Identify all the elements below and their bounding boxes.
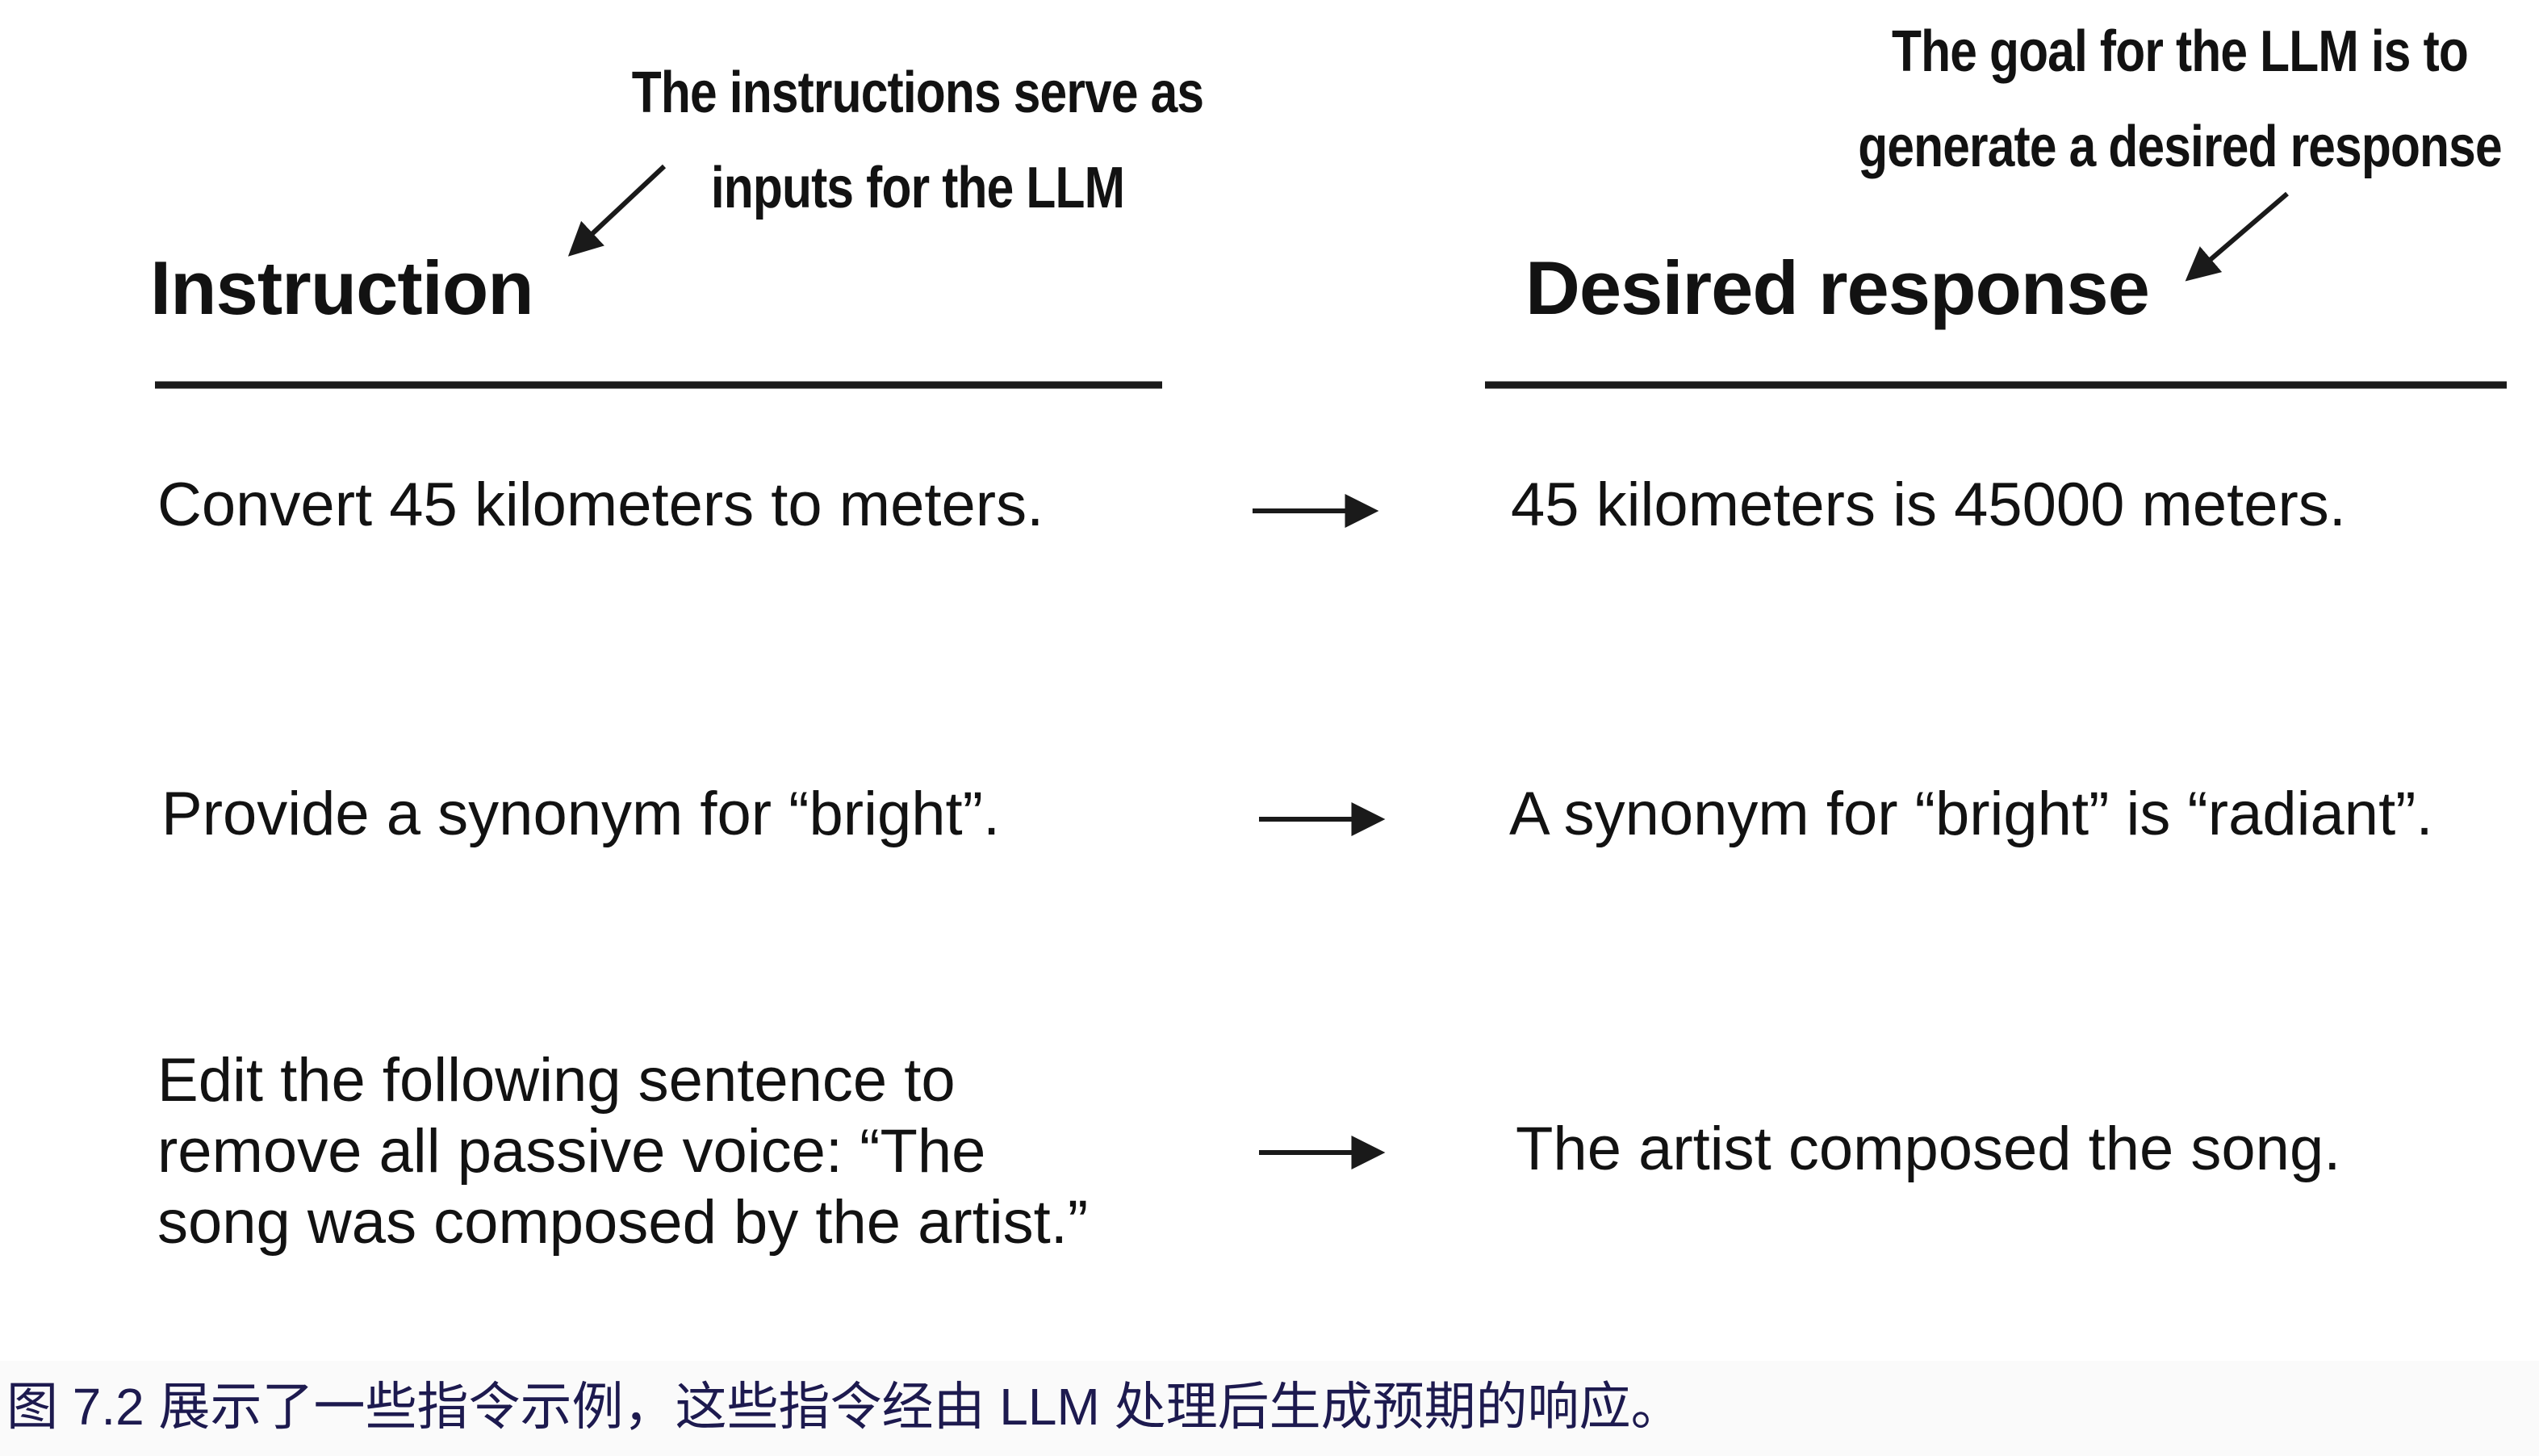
annotation-llm-goal: The goal for the LLM is to generate a de… <box>1858 19 2502 179</box>
row1-response-text: 45 kilometers is 45000 meters. <box>1511 471 2346 539</box>
row2-instruction-text: Provide a synonym for “bright”. <box>161 780 1001 848</box>
right-annotation-arrow-icon <box>2185 191 2289 282</box>
annotation-instructions-inputs: The instructions serve as inputs for the… <box>631 61 1204 220</box>
row3-response-text: The artist composed the song. <box>1516 1115 2341 1183</box>
figure-caption: 图 7.2 展示了一些指令示例，这些指令经由 LLM 处理后生成预期的响应。 <box>6 1378 1683 1436</box>
row1-instruction-text: Convert 45 kilometers to meters. <box>157 471 1044 539</box>
row2-response-text: A synonym for “bright” is “radiant”. <box>1509 780 2433 848</box>
caption-band <box>0 1361 2539 1456</box>
response-column-heading: Desired response <box>1525 245 2150 330</box>
row3-instruction-text: Edit the following sentence to remove al… <box>157 1046 1089 1257</box>
instruction-column-heading: Instruction <box>150 245 534 330</box>
